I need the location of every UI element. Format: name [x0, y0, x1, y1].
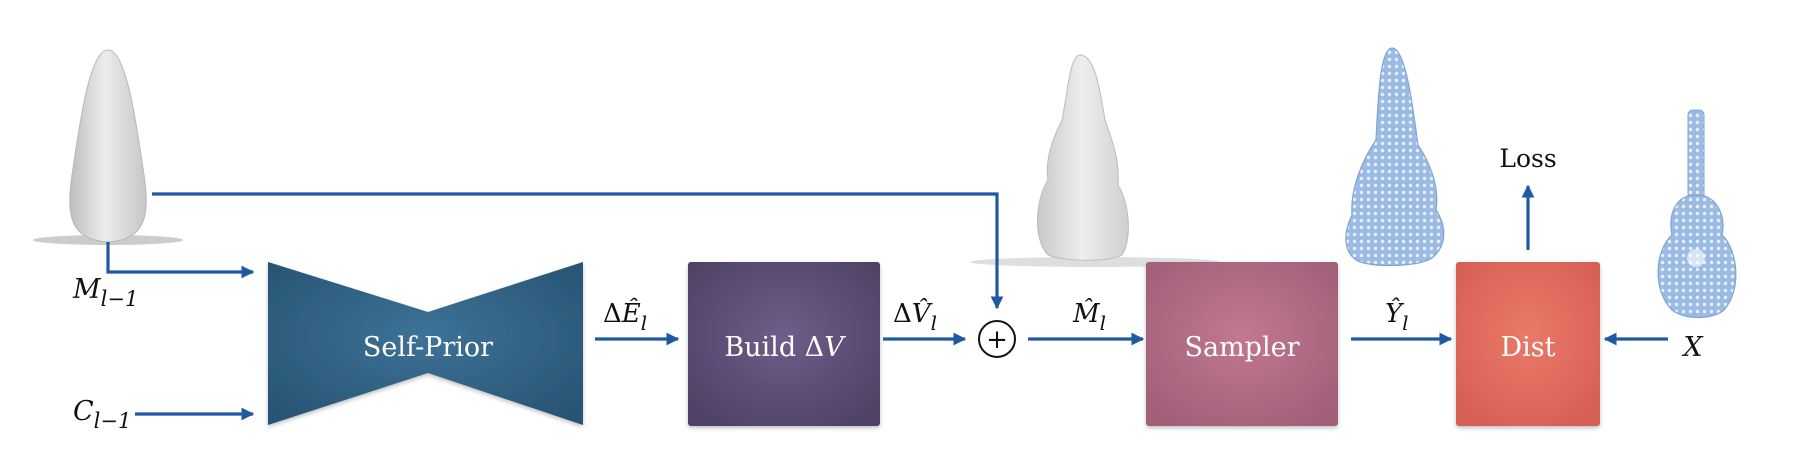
self-prior-label: Self-Prior	[363, 332, 493, 363]
m-hat-label: M̂l	[1072, 298, 1106, 335]
delta-e-label: ΔÊl	[603, 297, 647, 335]
sampled-pointcloud-image	[1345, 47, 1445, 267]
loss-label: Loss	[1499, 144, 1556, 173]
sum-symbol: +	[986, 325, 1008, 355]
sum-node: +	[978, 320, 1016, 358]
connector-lines	[106, 184, 1668, 421]
self-prior-block: Self-Prior	[268, 262, 583, 425]
target-pointcloud-image	[1657, 109, 1737, 319]
input-mesh-image	[33, 49, 183, 245]
reconstructed-mesh-image	[970, 54, 1220, 267]
target-input-label: X	[1681, 332, 1704, 363]
delta-v-label: ΔV̂l	[893, 298, 937, 335]
build-dv-label: Build ΔV	[724, 332, 846, 363]
dist-block: Dist	[1456, 262, 1600, 426]
build-dv-block: Build ΔV	[688, 262, 880, 426]
arrow-skip-to-sum	[152, 192, 1004, 310]
conv-input-label: Cl−1	[73, 396, 131, 433]
sampler-block: Sampler	[1146, 262, 1338, 426]
arrow-mesh-to-selfprior	[106, 242, 255, 279]
y-hat-label: Ŷl	[1385, 297, 1409, 335]
mesh-input-label: Ml−1	[72, 274, 138, 311]
dist-label: Dist	[1501, 332, 1556, 363]
sampler-label: Sampler	[1184, 332, 1299, 363]
